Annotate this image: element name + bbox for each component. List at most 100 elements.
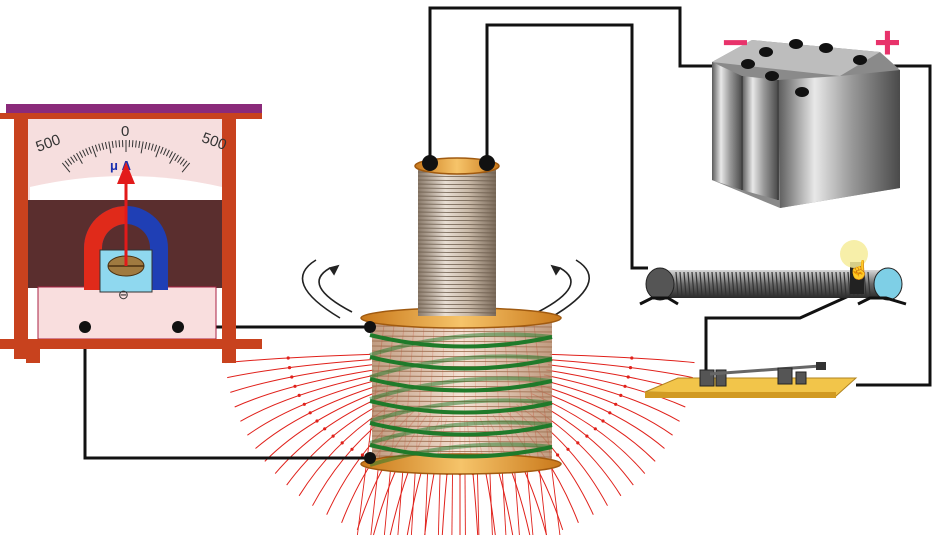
meter-tick	[73, 154, 78, 162]
rheostat-winding	[719, 271, 723, 297]
rheostat-winding	[743, 271, 747, 297]
meter-tick	[150, 143, 154, 151]
inner-winding	[417, 263, 497, 266]
meter-tick	[70, 156, 75, 163]
inner-winding	[417, 267, 497, 270]
inner-winding	[417, 207, 497, 210]
field-arrow	[630, 356, 634, 360]
rheostat-winding	[739, 271, 743, 297]
primary-coil-left-terminal	[422, 155, 438, 171]
field-arrow	[585, 434, 589, 438]
field-arrow	[331, 434, 335, 438]
battery-pack: − +	[712, 16, 901, 208]
rheostat-winding	[703, 271, 707, 297]
outer-winding	[371, 395, 553, 398]
primary-coil	[414, 155, 500, 316]
outer-winding	[371, 425, 553, 428]
meter-tick	[160, 146, 164, 154]
rheostat-winding	[835, 271, 839, 297]
field-arrow	[297, 393, 301, 397]
rheostat-winding	[831, 271, 835, 297]
meter-scale-ticks	[61, 140, 191, 173]
field-arrow	[360, 453, 364, 457]
rheostat-winding	[807, 271, 811, 297]
rheostat-winding	[867, 271, 871, 297]
rheostat-winding	[699, 271, 703, 297]
meter-tick	[181, 162, 191, 173]
inner-winding	[417, 279, 497, 282]
meter-tick	[138, 140, 141, 148]
meter-tick	[79, 151, 84, 158]
inner-winding	[417, 255, 497, 258]
meter-left-terminal	[79, 321, 91, 333]
rheostat-winding	[711, 271, 715, 297]
field-line	[255, 384, 382, 449]
field-arrow	[293, 384, 297, 388]
inner-winding	[417, 235, 497, 238]
meter-tick	[82, 149, 87, 157]
field-line	[264, 388, 386, 462]
green-winding-turn	[369, 377, 553, 393]
inner-winding	[417, 271, 497, 274]
field-arrow	[601, 419, 605, 423]
knife-switch[interactable]	[644, 362, 858, 398]
rheostat-winding	[691, 271, 695, 297]
rheostat-slider[interactable]	[850, 262, 864, 294]
meter-tick	[91, 145, 97, 158]
meter-tick	[104, 141, 108, 150]
inner-winding	[417, 295, 497, 298]
inner-winding	[417, 215, 497, 218]
inner-winding	[417, 179, 497, 182]
field-arrow	[566, 447, 570, 451]
meter-tick	[174, 154, 179, 162]
rheostat-winding	[863, 271, 867, 297]
outer-winding	[371, 365, 553, 368]
green-winding-back	[369, 442, 553, 467]
inner-winding	[417, 223, 497, 226]
secondary-coil-top-tap	[364, 321, 376, 333]
rheostat-winding	[791, 271, 795, 297]
rheostat-winding	[827, 271, 831, 297]
meter-tick	[108, 141, 112, 154]
rheostat-winding	[767, 271, 771, 297]
meter-tick	[111, 140, 114, 148]
meter-top-rail	[6, 104, 262, 114]
battery-minus-symbol: −	[722, 16, 749, 68]
rheostat-winding	[839, 271, 843, 297]
rheostat-winding	[775, 271, 779, 297]
galvanometer: 500 0 500 μ A ⊖	[0, 104, 262, 363]
rheostat-winding	[811, 271, 815, 297]
meter-right-post	[222, 119, 236, 359]
meter-tick	[131, 140, 134, 148]
green-winding-turn	[369, 333, 553, 349]
meter-minus-symbol: ⊖	[118, 287, 129, 302]
meter-tick	[88, 146, 92, 154]
inner-winding	[417, 303, 497, 306]
meter-scale-center-label: 0	[121, 123, 129, 140]
field-arrow	[286, 356, 290, 360]
rheostat-winding	[847, 271, 851, 297]
inner-winding	[417, 275, 497, 278]
inner-winding	[417, 283, 497, 286]
hand-pointer-icon: ☝	[848, 259, 870, 281]
outer-winding	[371, 350, 553, 353]
inner-winding	[417, 251, 497, 254]
rheostat-winding	[803, 271, 807, 297]
field-arrow	[626, 375, 630, 379]
field-arrow	[556, 453, 560, 457]
meter-tick	[101, 142, 105, 150]
outer-winding	[371, 440, 553, 443]
inner-winding	[417, 175, 497, 178]
rheostat-winding	[763, 271, 767, 297]
battery-plus-symbol: +	[874, 16, 901, 68]
rheostat-winding	[783, 271, 787, 297]
green-winding-turn	[369, 421, 553, 437]
secondary-coil	[360, 307, 562, 475]
inner-winding	[417, 227, 497, 230]
rheostat-winding	[679, 271, 683, 297]
rheostat-winding	[695, 271, 699, 297]
inner-winding	[417, 307, 497, 310]
inner-winding	[417, 183, 497, 186]
meter-tick	[64, 160, 70, 167]
